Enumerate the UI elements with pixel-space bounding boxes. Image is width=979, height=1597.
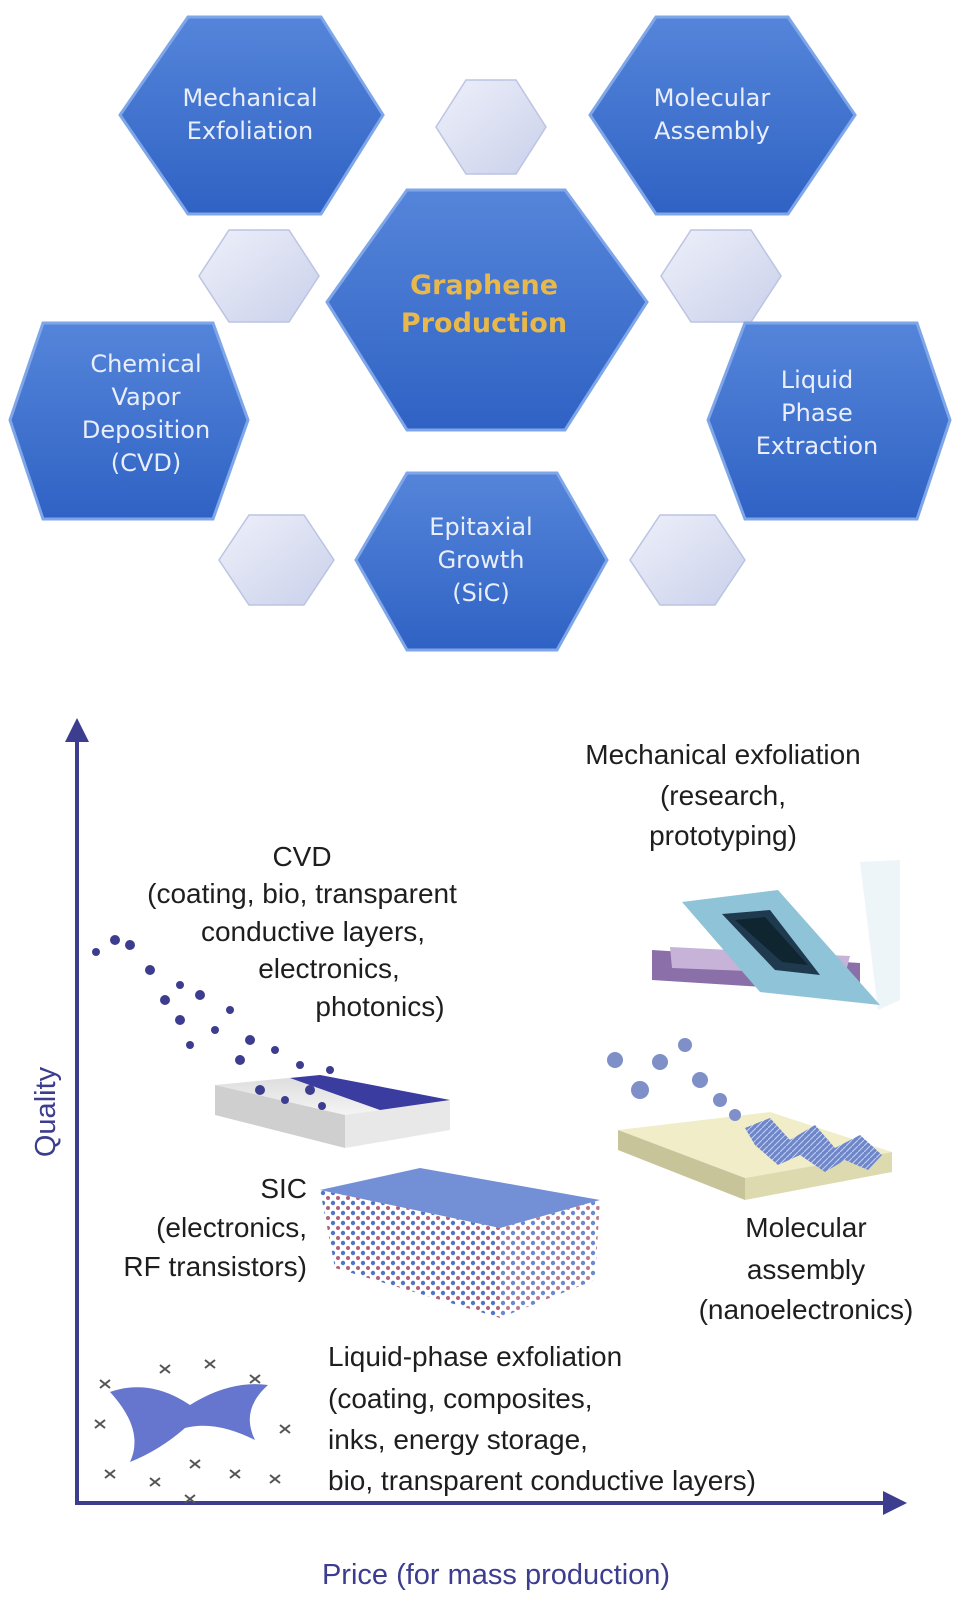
y-axis-label: Quality xyxy=(30,1066,62,1157)
hex-label-line: Growth xyxy=(438,546,525,574)
decorative-hexagon xyxy=(629,514,746,606)
hexagon-liquid-phase-extraction: Liquid Phase Extraction xyxy=(706,321,952,521)
center-label-line: Production xyxy=(401,308,567,339)
annotation-line: Mechanical exfoliation xyxy=(585,739,861,770)
hexagon-diagram: Mechanical Exfoliation Molecular Assembl… xyxy=(8,15,952,652)
molecular-assembly-illustration xyxy=(607,1038,892,1200)
annotation-line: (research, xyxy=(660,780,786,811)
exfoliation-tape-illustration xyxy=(652,860,900,1010)
hex-label-line: Molecular xyxy=(654,84,771,112)
hex-label-line: Mechanical xyxy=(182,84,317,112)
annotation-line: RF transistors) xyxy=(123,1251,307,1282)
annotation-line: (electronics, xyxy=(156,1212,307,1243)
quality-price-chart: Quality Price (for mass production) Mech… xyxy=(30,718,914,1591)
x-axis-label: Price (for mass production) xyxy=(322,1559,670,1591)
hex-label-line: Assembly xyxy=(654,117,770,145)
annotation-line: electronics, xyxy=(258,953,400,984)
hex-label-line: Deposition xyxy=(82,416,210,444)
annotation-line: CVD xyxy=(272,841,331,872)
hex-label-line: Extraction xyxy=(756,432,879,460)
center-label-line: Graphene xyxy=(410,270,558,301)
hex-label-line: Chemical xyxy=(90,350,201,378)
annotation-line: inks, energy storage, xyxy=(328,1424,588,1455)
hex-label-line: Epitaxial xyxy=(429,513,532,541)
hex-label-line: (CVD) xyxy=(111,449,181,477)
annotation-line: Molecular xyxy=(745,1212,866,1243)
liquid-phase-illustration xyxy=(94,1359,291,1504)
hex-label-line: Exfoliation xyxy=(187,117,314,145)
hexagon-graphene-production-center: Graphene Production xyxy=(325,188,649,432)
annotation-line: conductive layers, xyxy=(201,916,425,947)
sic-lattice-illustration xyxy=(320,1168,600,1318)
hexagon-mechanical-exfoliation: Mechanical Exfoliation xyxy=(118,15,385,216)
hexagon-molecular-assembly: Molecular Assembly xyxy=(588,15,857,216)
hex-label-line: Vapor xyxy=(111,383,180,411)
annotation-line: SIC xyxy=(260,1173,307,1204)
decorative-hexagon xyxy=(435,79,547,175)
annotation-line: bio, transparent conductive layers) xyxy=(328,1465,756,1496)
annotation-line: photonics) xyxy=(315,991,444,1022)
hex-label-line: (SiC) xyxy=(452,579,509,607)
annotation-line: Liquid-phase exfoliation xyxy=(328,1341,622,1372)
annotation-line: (nanoelectronics) xyxy=(699,1294,914,1325)
decorative-hexagon xyxy=(198,229,320,323)
hex-label-line: Phase xyxy=(781,399,853,427)
hexagon-chemical-vapor-deposition: Chemical Vapor Deposition (CVD) xyxy=(8,321,250,521)
decorative-hexagon xyxy=(660,229,782,323)
hexagon-epitaxial-growth: Epitaxial Growth (SiC) xyxy=(354,471,609,652)
hex-label-line: Liquid xyxy=(781,366,853,394)
annotation-line: (coating, bio, transparent xyxy=(147,878,457,909)
annotation-line: prototyping) xyxy=(649,820,797,851)
annotation-line: (coating, composites, xyxy=(328,1383,593,1414)
cvd-deposition-illustration xyxy=(92,935,450,1148)
decorative-hexagon xyxy=(218,514,335,606)
annotation-line: assembly xyxy=(747,1254,865,1285)
